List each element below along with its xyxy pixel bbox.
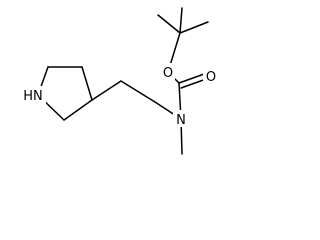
chemical-structure: HN O O N	[21, 7, 219, 155]
ring-bond-c3-c4	[81, 66, 93, 101]
ring-bond-c4-c5	[63, 99, 93, 121]
tbutyl-methyl-left	[157, 14, 181, 34]
tbutyl-methyl-up	[179, 7, 183, 34]
amide-nitrogen-text: N	[176, 113, 186, 128]
ester-oxygen-label: O	[160, 63, 175, 81]
amide-nitrogen-label: N	[173, 110, 189, 128]
tbutyl-methyl-right	[179, 21, 209, 34]
ester-oxygen-text: O	[163, 66, 173, 81]
ring-nitrogen-text: HN	[23, 89, 43, 104]
carbonyl-oxygen-text: O	[206, 70, 216, 85]
carbonyl-double-bond-a	[178, 72, 208, 84]
linker-bond-2	[120, 80, 156, 103]
carbonyl-oxygen-label: O	[203, 67, 219, 85]
linker-bond-1	[91, 80, 122, 101]
ring-nitrogen-label: HN	[21, 86, 46, 104]
